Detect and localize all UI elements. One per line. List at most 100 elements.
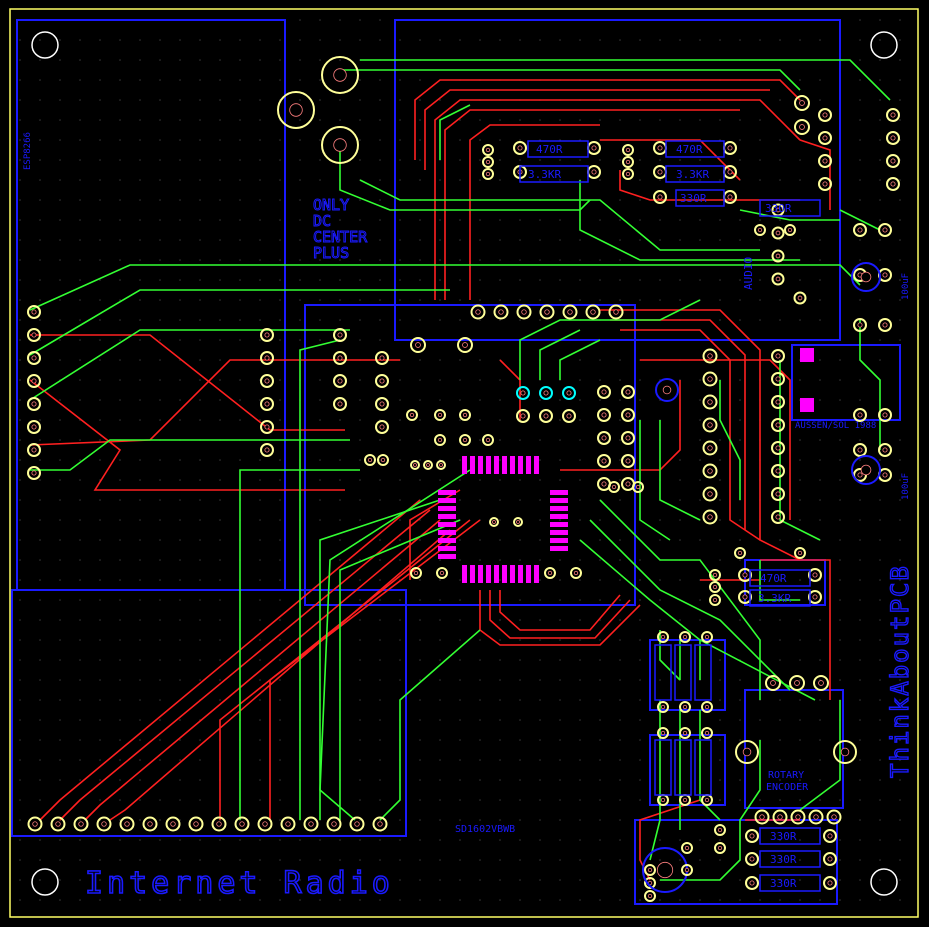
grid-dot [499,379,501,381]
grid-dot [819,39,821,41]
grid-dot [259,119,261,121]
grid-dot [459,839,461,841]
pad [818,154,832,168]
grid-dot [319,319,321,321]
grid-dot [479,659,481,661]
grid-dot [379,759,381,761]
grid-dot [739,219,741,221]
grid-dot [559,859,561,861]
grid-dot [239,879,241,881]
grid-dot [339,539,341,541]
grid-dot [219,39,221,41]
grid-dot [179,859,181,861]
pad [333,328,347,342]
grid-dot [199,279,201,281]
grid-dot [899,19,901,21]
grid-dot [99,859,101,861]
grid-dot [39,799,41,801]
grid-dot [719,219,721,221]
grid-dot [519,639,521,641]
grid-dot [619,759,621,761]
grid-dot [779,299,781,301]
pad-hole [749,856,755,862]
pad-hole [601,389,607,395]
grid-dot [179,279,181,281]
grid-dot [639,179,641,181]
grid-dot [319,179,321,181]
grid-dot [419,99,421,101]
grid-dot [159,559,161,561]
grid-dot [339,879,341,881]
pad-hole [890,181,896,187]
grid-dot [439,899,441,901]
grid-dot [499,579,501,581]
grid-dot [279,279,281,281]
grid-dot [239,319,241,321]
grid-dot [579,419,581,421]
grid-dot [559,579,561,581]
grid-dot [59,299,61,301]
grid-dot [279,799,281,801]
grid-dot [319,459,321,461]
pad [702,371,718,387]
grid-dot [859,659,861,661]
grid-dot [679,119,681,121]
grid-dot [139,199,141,201]
grid-dot [199,99,201,101]
grid-dot [479,219,481,221]
pad [771,395,785,409]
grid-dot [559,839,561,841]
cap-100uf-bottom: 100uF [901,473,911,500]
grid-dot [279,559,281,561]
pad [349,816,365,832]
pad-hole [795,814,801,820]
grid-dot [19,899,21,901]
grid-dot [279,319,281,321]
grid-dot [719,799,721,801]
pad [562,409,576,423]
grid-dot [99,59,101,61]
grid-dot [359,39,361,41]
grid-dot [199,259,201,261]
grid-dot [219,79,221,81]
grid-dot [339,299,341,301]
grid-dot [19,699,21,701]
grid-dot [59,159,61,161]
grid-dot [639,619,641,621]
pad [27,351,41,365]
grid-dot [479,319,481,321]
pad [513,141,527,155]
grid-dot [879,699,881,701]
grid-dot [399,99,401,101]
grid-dot [439,359,441,361]
grid-dot [879,219,881,221]
grid-dot [19,99,21,101]
grid-dot [159,519,161,521]
grid-dot [359,399,361,401]
grid-dot [179,459,181,461]
grid-dot [879,499,881,501]
pad [738,568,752,582]
grid-dot [99,719,101,721]
grid-dot [259,319,261,321]
grid-dot [19,379,21,381]
grid-dot [539,279,541,281]
pad [562,386,576,400]
grid-dot [379,19,381,21]
grid-dot [619,699,621,701]
grid-dot [239,239,241,241]
grid-dot [499,259,501,261]
grid-dot [79,699,81,701]
grid-dot [339,39,341,41]
grid-dot [279,599,281,601]
grid-dot [859,39,861,41]
pad [702,486,718,502]
grid-dot [699,399,701,401]
grid-dot [39,159,41,161]
grid-dot [159,639,161,641]
grid-dot [499,659,501,661]
grid-dot [399,899,401,901]
grid-dot [879,119,881,121]
grid-dot [719,699,721,701]
grid-dot [739,779,741,781]
